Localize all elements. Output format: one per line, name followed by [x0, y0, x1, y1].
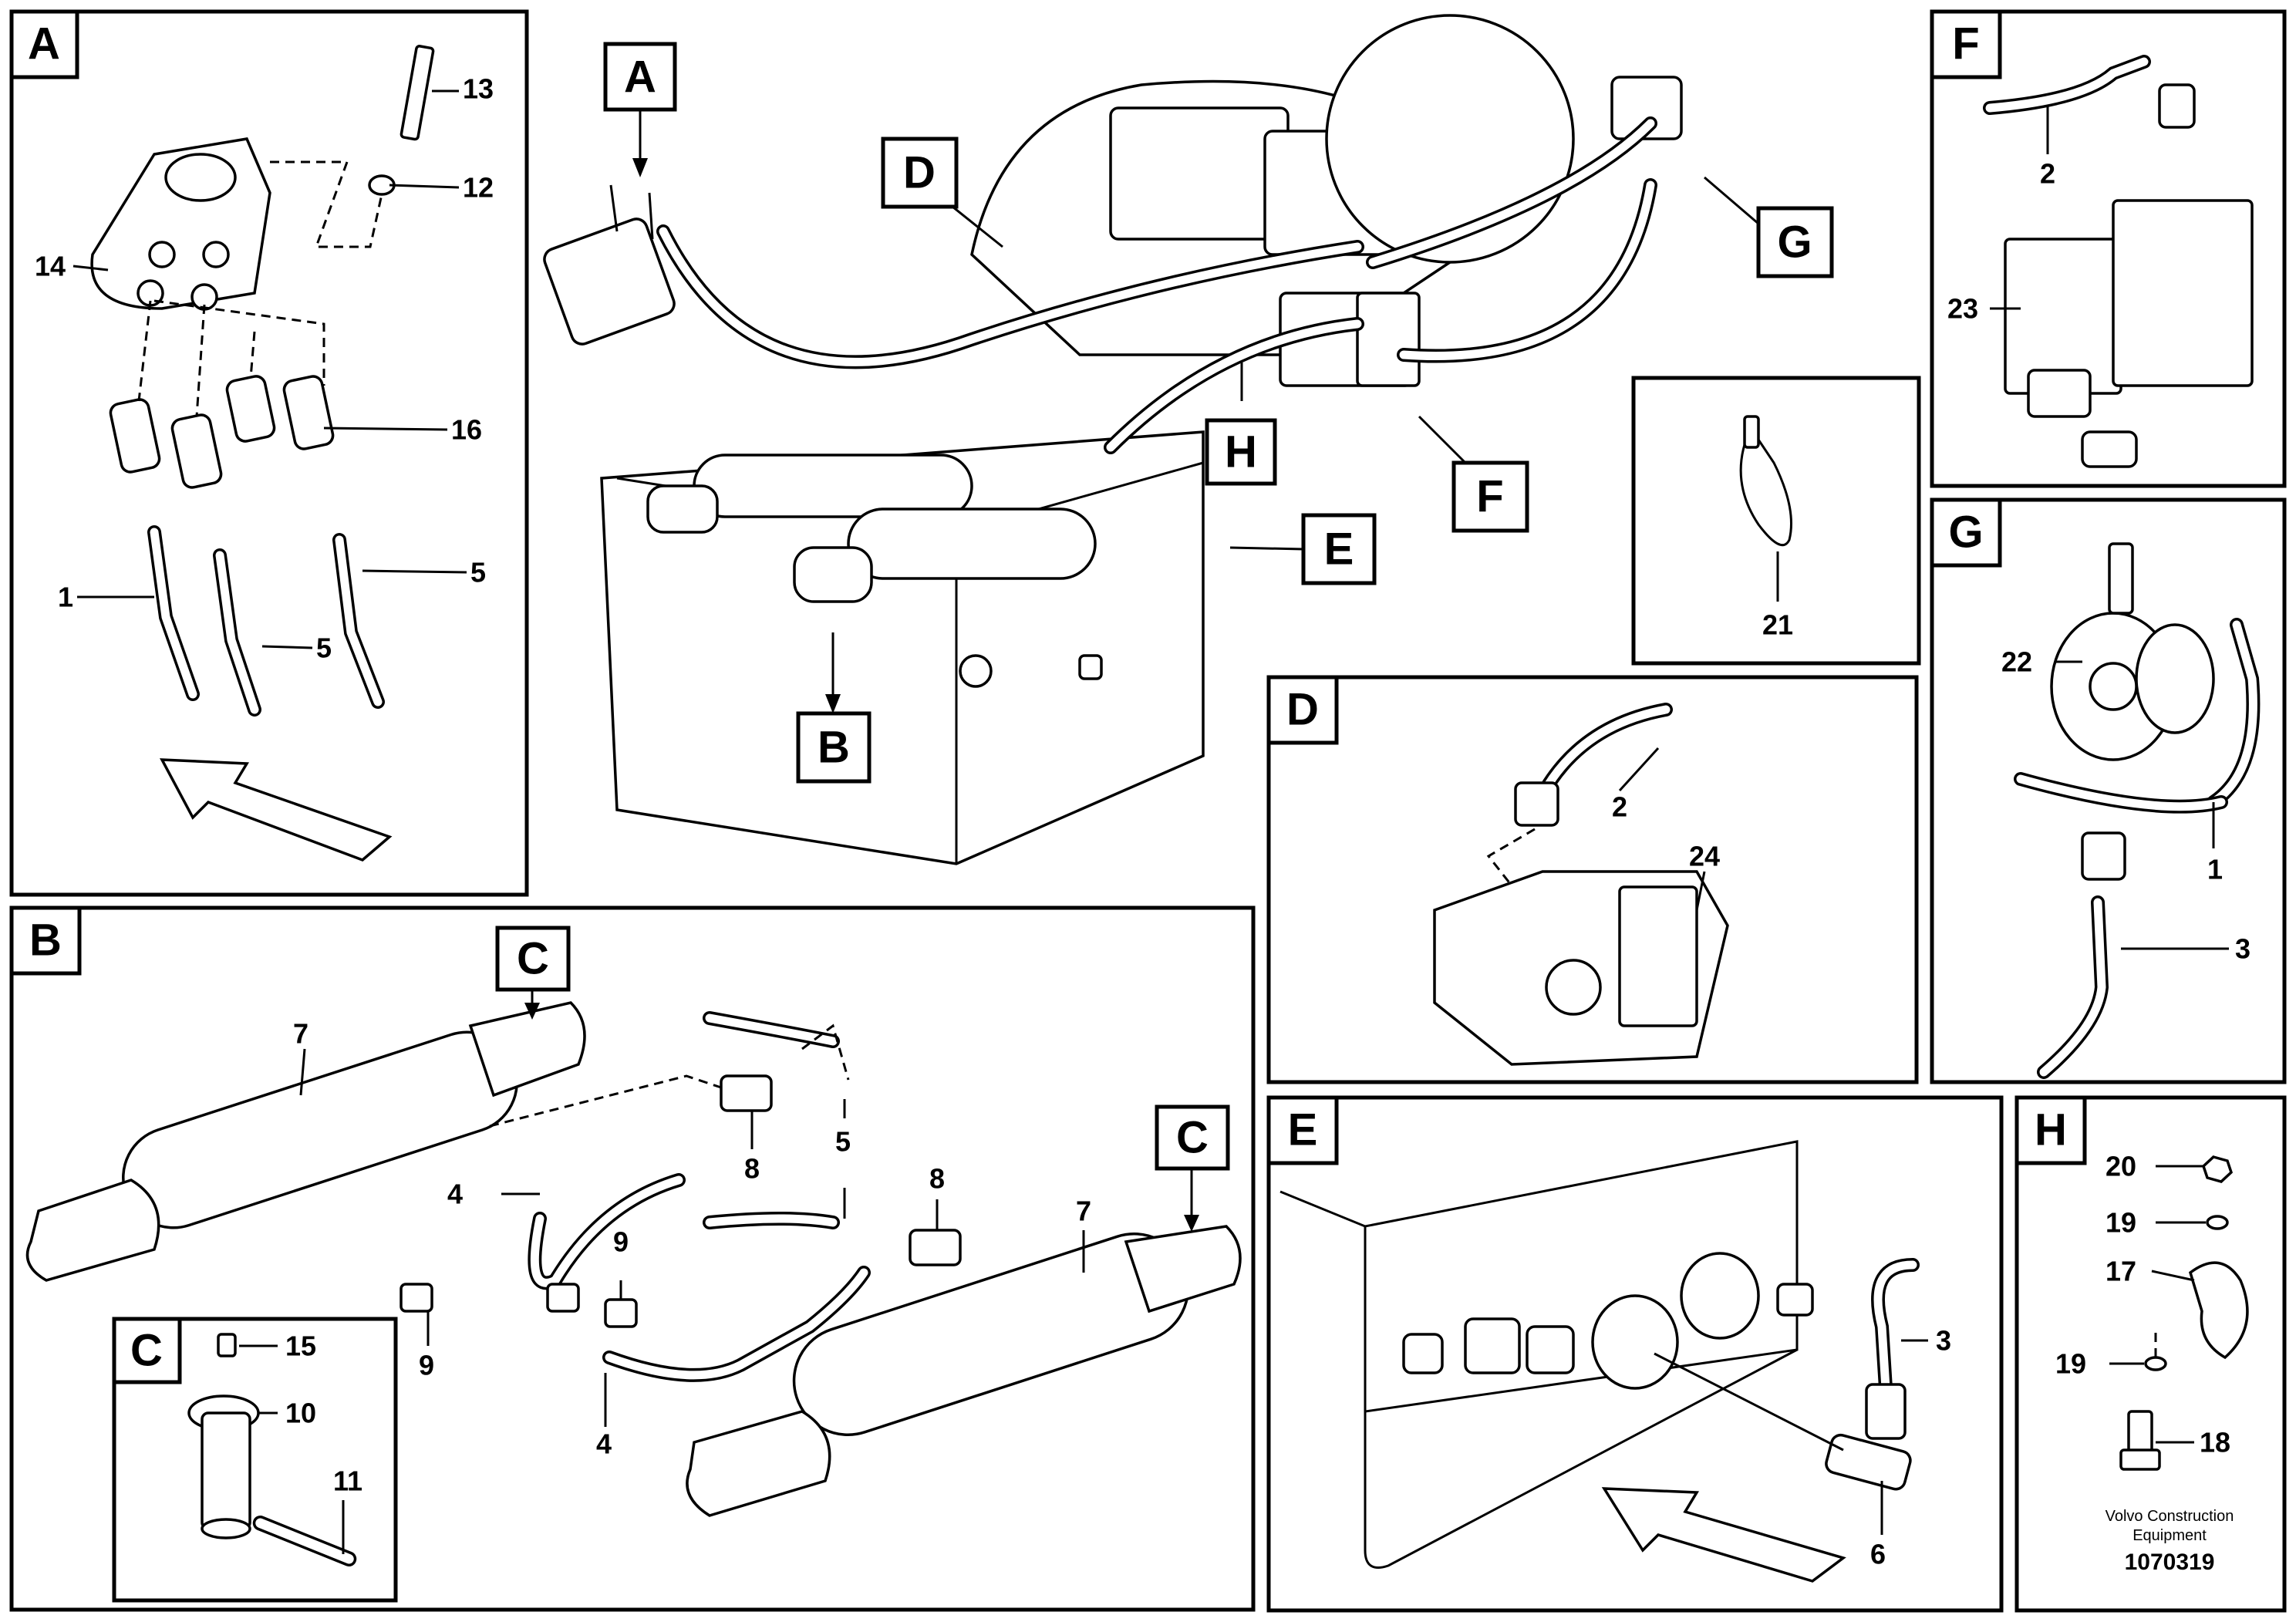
part-number-7: 7 — [293, 1018, 308, 1050]
part-number-2: 2 — [2040, 158, 2055, 190]
part-number-4: 4 — [447, 1179, 463, 1210]
panel-A: A — [9, 9, 529, 897]
panel-D: D — [1266, 675, 1919, 1084]
callout-H-main: H — [1205, 418, 1277, 486]
svg-text:A: A — [624, 52, 656, 103]
part-number-15: 15 — [285, 1330, 316, 1362]
svg-text:H: H — [2035, 1105, 2067, 1155]
main-assembly-view — [543, 14, 1759, 865]
part-number-1: 1 — [2207, 854, 2223, 885]
part-number-8: 8 — [744, 1153, 760, 1185]
svg-text:C: C — [1176, 1113, 1209, 1163]
svg-text:B: B — [818, 723, 850, 773]
part-number-4: 4 — [596, 1428, 612, 1460]
part-number-23: 23 — [1947, 293, 1978, 325]
svg-text:F: F — [1476, 472, 1503, 522]
callout-A-main: A — [603, 42, 677, 112]
svg-text:H: H — [1225, 427, 1257, 477]
callout-D-main: D — [881, 137, 959, 209]
callout-F-main: F — [1451, 460, 1529, 533]
svg-text:F: F — [1952, 19, 1979, 69]
part-number-22: 22 — [2001, 646, 2032, 678]
part-number-9: 9 — [419, 1350, 434, 1381]
panel-B: B — [9, 905, 1256, 1612]
brand-line-1: Volvo Construction — [2106, 1508, 2234, 1525]
panel-E: E — [1266, 1095, 2004, 1613]
part-number-3: 3 — [1936, 1325, 1951, 1357]
svg-text:C: C — [517, 934, 549, 984]
part-number-24: 24 — [1689, 841, 1720, 872]
svg-text:E: E — [1324, 524, 1354, 575]
svg-text:D: D — [1286, 685, 1319, 735]
callout-C-detail-1: C — [495, 926, 571, 992]
part-number-1: 1 — [58, 582, 73, 613]
part-number-19: 19 — [2106, 1207, 2136, 1239]
part-number-5: 5 — [470, 557, 486, 588]
part-number-17: 17 — [2106, 1256, 2136, 1287]
panel-C: C — [112, 1317, 398, 1603]
brand-line-2: Equipment — [2132, 1527, 2207, 1544]
part-number-16: 16 — [451, 414, 482, 446]
part-number-10: 10 — [285, 1398, 316, 1429]
svg-text:A: A — [28, 19, 60, 69]
drawing-number: 1070319 — [2125, 1549, 2215, 1575]
panel-F: F — [1930, 9, 2287, 488]
part-number-8: 8 — [929, 1163, 945, 1195]
panel-H: H — [2014, 1095, 2287, 1613]
svg-text:G: G — [1777, 218, 1812, 268]
part-number-5: 5 — [316, 632, 332, 664]
callout-E-main: E — [1301, 513, 1377, 585]
svg-text:D: D — [903, 148, 936, 198]
part-number-13: 13 — [463, 73, 494, 105]
part-number-14: 14 — [35, 251, 66, 282]
svg-text:C: C — [130, 1326, 163, 1376]
part-number-9: 9 — [613, 1226, 629, 1258]
part-number-6: 6 — [1870, 1539, 1886, 1570]
part-number-7: 7 — [1076, 1195, 1091, 1227]
panel-G: G — [1930, 497, 2287, 1084]
svg-text:E: E — [1288, 1105, 1318, 1155]
part-number-5: 5 — [835, 1126, 851, 1158]
part-number-3: 3 — [2235, 933, 2250, 965]
callout-C-detail-2: C — [1155, 1104, 1230, 1171]
part-number-12: 12 — [463, 172, 494, 204]
svg-text:B: B — [29, 916, 62, 966]
panel-cable-tie — [1631, 376, 1921, 666]
part-number-11: 11 — [333, 1465, 362, 1497]
callout-G-main: G — [1756, 206, 1834, 278]
svg-text:G: G — [1948, 508, 1983, 558]
part-number-2: 2 — [1612, 791, 1627, 823]
part-number-19: 19 — [2055, 1348, 2086, 1380]
part-number-20: 20 — [2106, 1151, 2136, 1182]
part-number-21: 21 — [1762, 609, 1793, 641]
callout-B-main: B — [796, 711, 872, 784]
part-number-18: 18 — [2200, 1427, 2230, 1458]
